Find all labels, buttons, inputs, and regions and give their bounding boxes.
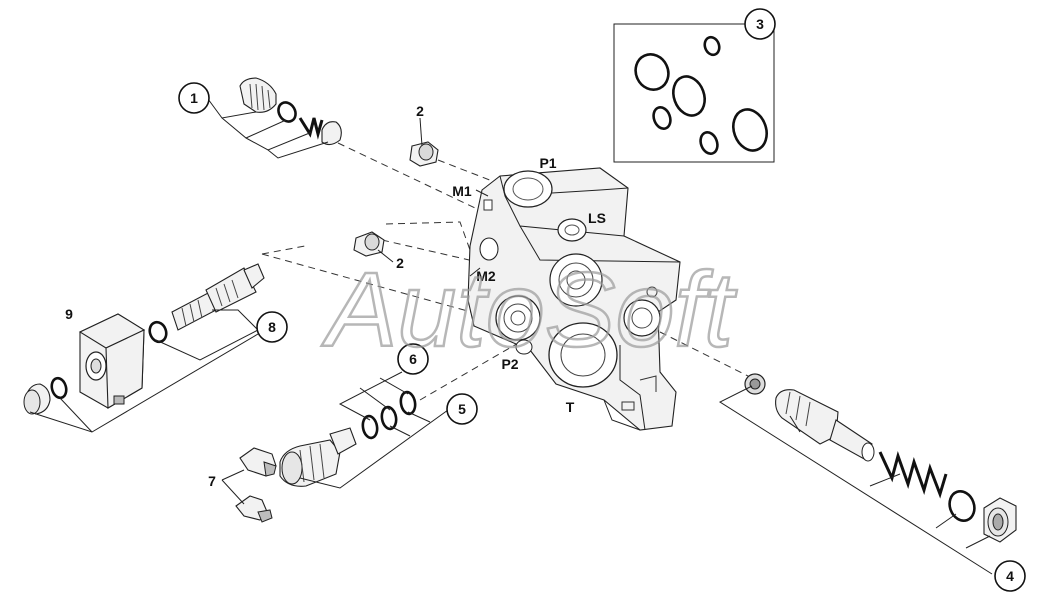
port-label-m1: M1 <box>452 183 472 199</box>
part-group-4 <box>744 373 1017 543</box>
seal-kit-o-ring-small <box>703 35 721 57</box>
callout-4: 4 <box>994 560 1026 592</box>
part-group-1 <box>239 77 342 146</box>
assembly-axes <box>261 142 753 401</box>
port-ls-bore <box>557 218 587 242</box>
svg-text:8: 8 <box>268 319 276 335</box>
callout-5: 5 <box>446 393 478 425</box>
callout-3: 3 <box>744 8 776 40</box>
seal-kit-o-ring-medium <box>672 75 706 117</box>
spool <box>775 389 875 462</box>
plug-2-lower <box>353 231 385 257</box>
seal-kit-o-ring-large <box>732 108 768 152</box>
o-ring <box>277 101 297 123</box>
plug-2-upper <box>409 141 439 167</box>
callout-7: 7 <box>208 473 216 489</box>
svg-text:3: 3 <box>756 16 764 32</box>
callout-1: 1 <box>178 82 210 114</box>
watermark: AutoSoft <box>321 251 738 369</box>
svg-text:9: 9 <box>65 306 73 322</box>
svg-text:2: 2 <box>416 103 424 119</box>
port-label-p1: P1 <box>539 155 556 171</box>
o-ring <box>50 376 68 400</box>
o-ring <box>399 390 417 416</box>
seal-kit-o-ring-small <box>652 106 672 130</box>
valve-body <box>467 167 681 431</box>
port-label-m2: M2 <box>476 268 496 284</box>
callout-6: 6 <box>397 343 429 375</box>
spring <box>298 117 324 140</box>
valve-cartridge-bore-upper <box>549 253 603 307</box>
port-t-bore <box>548 322 618 388</box>
port-label-p2: P2 <box>501 356 518 372</box>
callout-9: 9 <box>65 306 73 322</box>
svg-text:2: 2 <box>396 255 404 271</box>
coil-nut <box>23 383 51 415</box>
svg-text:7: 7 <box>208 473 216 489</box>
seal-kit-box <box>613 23 775 163</box>
retaining-clip-upper <box>239 447 277 477</box>
svg-text:4: 4 <box>1006 568 1014 584</box>
seal-kit-o-ring-small <box>699 131 719 155</box>
leader-lines <box>29 23 993 575</box>
solenoid-cartridge <box>171 263 265 331</box>
valve-cartridge-bore-lower <box>495 295 541 341</box>
svg-text:1: 1 <box>190 90 198 106</box>
o-ring <box>948 490 976 522</box>
retaining-clip-lower <box>235 495 273 523</box>
o-ring <box>380 405 398 431</box>
callout-2-upper: 2 <box>416 103 424 119</box>
poppet <box>321 121 342 146</box>
callout-2-lower: 2 <box>396 255 404 271</box>
adjuster-screw <box>239 77 277 113</box>
port-label-ls: LS <box>588 210 606 226</box>
spring-large <box>878 451 948 499</box>
port-p1-bore <box>503 170 553 208</box>
o-ring <box>148 320 168 344</box>
check-cartridge <box>279 427 357 487</box>
svg-text:5: 5 <box>458 401 466 417</box>
o-ring <box>361 414 379 440</box>
port-label-t: T <box>566 399 575 415</box>
solenoid-coil <box>78 313 146 409</box>
seal-kit-o-ring-large <box>634 53 670 91</box>
small-plug <box>744 373 766 395</box>
end-plug <box>983 497 1017 543</box>
svg-text:6: 6 <box>409 351 417 367</box>
callout-8: 8 <box>256 311 288 343</box>
